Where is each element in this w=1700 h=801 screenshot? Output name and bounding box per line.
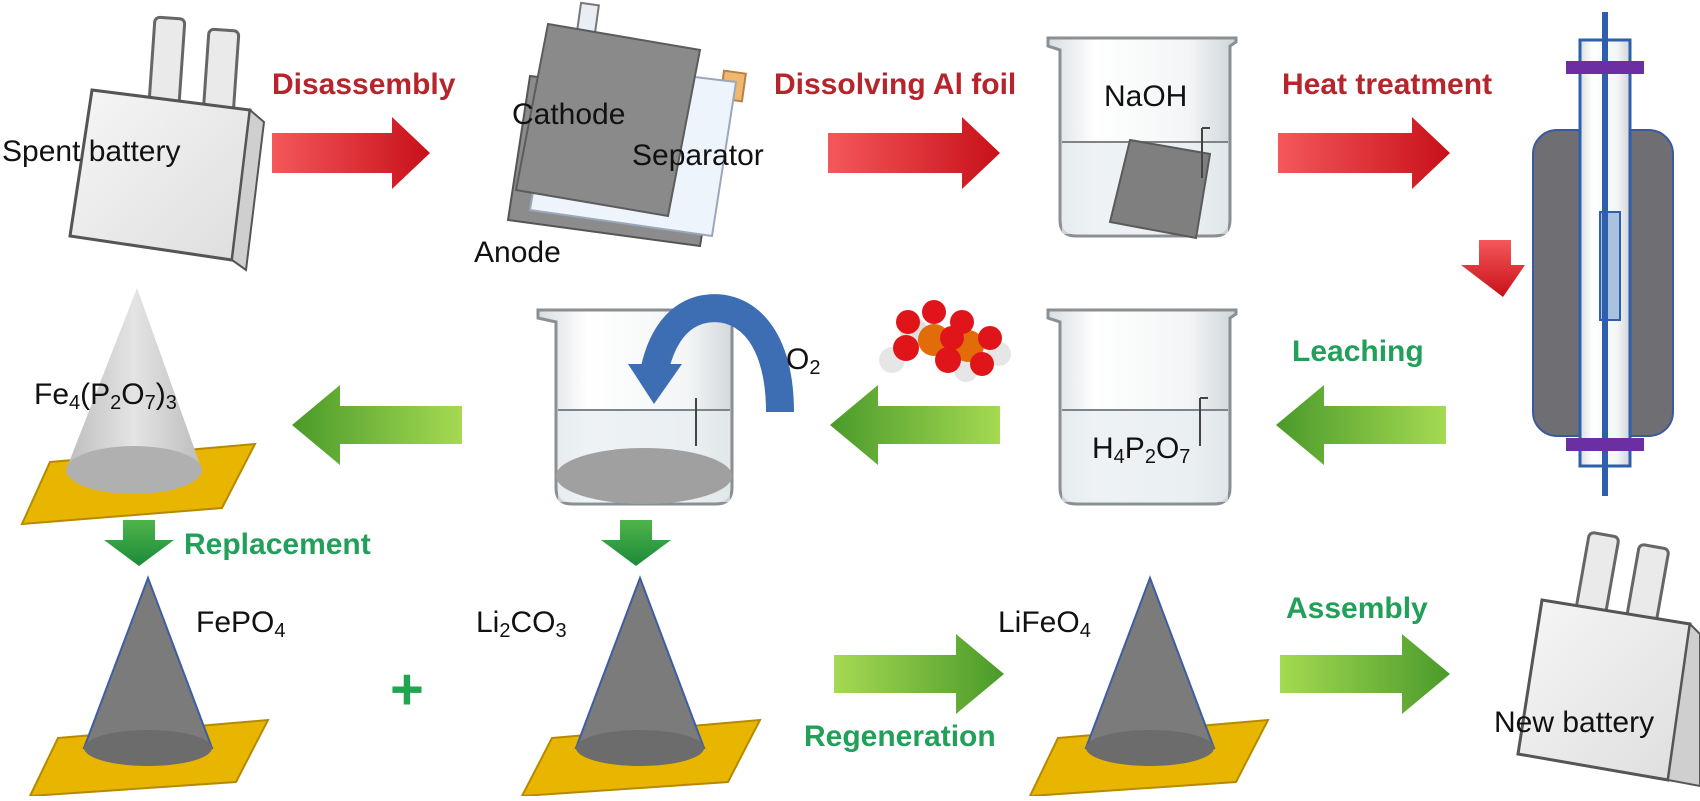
dissolving-arrow <box>828 117 1000 189</box>
fepo4-part-1: 4 <box>274 620 286 642</box>
spent-battery-label: Spent battery <box>2 135 181 168</box>
beaker-o2-icon <box>536 294 794 506</box>
fe4p2o7_3-part-6: ) <box>155 378 166 411</box>
li2co3-formula: Li2CO3 <box>476 606 567 642</box>
fe4p2o7_3-part-7: 3 <box>165 392 177 414</box>
dissolving-al-foil-label: Dissolving Al foil <box>774 68 1017 101</box>
fe4p2o7_3-part-3: 2 <box>110 392 122 414</box>
lifeo4-part-1: 4 <box>1079 620 1091 642</box>
li2co3-part-0: Li <box>476 606 500 639</box>
h4p2o7-part-3: 2 <box>1144 446 1156 468</box>
regeneration-label: Regeneration <box>804 720 996 753</box>
new-battery-icon <box>1516 531 1700 788</box>
fe4p2o7-3-formula: Fe4(P2O7)3 <box>34 378 177 414</box>
leaching-label: Leaching <box>1292 335 1424 368</box>
replacement-label: Replacement <box>184 528 371 561</box>
new-battery-label: New battery <box>1494 706 1655 739</box>
li2co3-part-1: 2 <box>499 620 511 642</box>
li2co3-cone-icon <box>520 575 762 798</box>
fepo4-cone-icon <box>28 575 270 798</box>
disassembly-label: Disassembly <box>272 68 456 101</box>
pyrophosphate-molecule-icon <box>879 300 1011 382</box>
plus-sign: + <box>390 657 424 722</box>
heat-treatment-arrow <box>1278 117 1450 189</box>
o2-label: O2 <box>786 343 821 379</box>
spent-battery-icon <box>68 15 266 272</box>
down-arrow-red <box>1461 240 1525 297</box>
li2co3-part-3: 3 <box>555 620 567 642</box>
disassembly-arrow <box>272 117 430 189</box>
fe4p2o7_3-part-4: O <box>121 378 145 411</box>
li2co3-part-2: CO <box>510 606 556 639</box>
fe4p2o7-cone-icon <box>20 288 257 526</box>
regeneration-arrow <box>834 634 1004 714</box>
down-arrow-green-2 <box>601 520 671 566</box>
o2-sub: 2 <box>809 357 821 379</box>
o2-base: O <box>786 343 810 376</box>
h4p2o7-part-0: H <box>1092 432 1114 465</box>
h4p2o7-part-2: P <box>1124 432 1145 465</box>
lifeo4-formula: LiFeO4 <box>998 606 1091 642</box>
naoh-label: NaOH <box>1104 80 1188 113</box>
left-arrow-green-2 <box>830 385 1000 465</box>
h4p2o7-formula: H4P2O7 <box>1092 432 1191 468</box>
fe4p2o7_3-part-0: Fe <box>34 378 70 411</box>
assembly-arrow <box>1280 634 1450 714</box>
lifeo4-part-0: LiFeO <box>998 606 1080 639</box>
h4p2o7-part-5: 7 <box>1179 446 1191 468</box>
tube-furnace-icon <box>1532 12 1674 496</box>
h4p2o7-part-1: 4 <box>1113 446 1125 468</box>
separator-label: Separator <box>632 139 764 172</box>
cathode-label: Cathode <box>512 98 626 131</box>
beaker-h4p2o7-icon <box>1046 308 1238 506</box>
anode-label: Anode <box>474 236 561 269</box>
electrode-sheets-icon <box>506 1 747 248</box>
fepo4-part-0: FePO <box>196 606 275 639</box>
lifeo4-cone-icon <box>1028 575 1270 798</box>
fepo4-formula: FePO4 <box>196 606 286 642</box>
fe4p2o7_3-part-5: 7 <box>144 392 156 414</box>
heat-treatment-label: Heat treatment <box>1282 68 1493 101</box>
fe4p2o7_3-part-1: 4 <box>69 392 81 414</box>
left-arrow-green-3 <box>1276 385 1446 465</box>
fe4p2o7_3-part-2: (P <box>80 378 111 411</box>
assembly-label: Assembly <box>1286 592 1428 625</box>
beaker-naoh-icon <box>1046 36 1238 240</box>
left-arrow-green-1 <box>292 385 462 465</box>
h4p2o7-part-4: O <box>1155 432 1180 465</box>
down-arrow-green-1 <box>104 520 174 566</box>
